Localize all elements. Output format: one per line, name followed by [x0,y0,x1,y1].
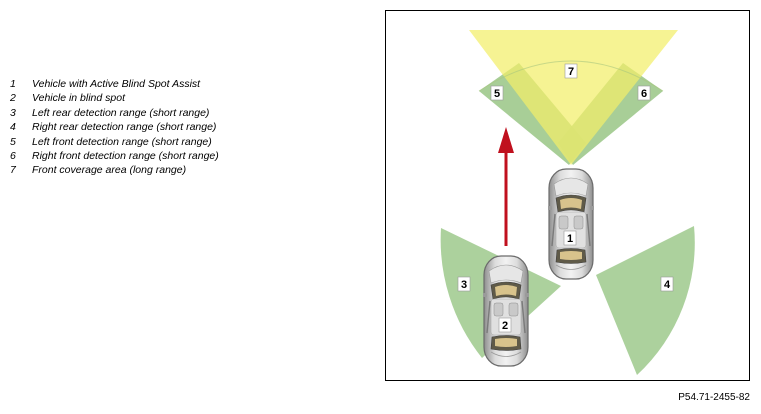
legend-item: 2 Vehicle in blind spot [10,91,219,105]
legend-text: Left rear detection range (short range) [32,106,210,119]
label-5-text: 5 [494,88,500,100]
label-3: 3 [457,276,471,292]
legend-text: Right front detection range (short range… [32,150,219,163]
legend-number: 3 [10,106,16,119]
label-7: 7 [564,63,578,79]
legend-text: Left front detection range (short range) [32,135,212,148]
label-4-text: 4 [664,279,671,291]
label-3-text: 3 [461,279,467,291]
legend-number: 5 [10,135,16,148]
legend-text: Vehicle in blind spot [32,92,126,105]
label-1: 1 [563,230,577,246]
diagram-canvas: 1 2 3 4 5 6 7 [440,30,695,375]
zone-right-rear [596,226,695,375]
legend-text: Right rear detection range (short range) [32,121,217,134]
legend-number: 1 [10,78,16,90]
detection-diagram: 1 2 3 4 5 6 7 [385,10,750,381]
direction-arrow-icon [498,127,514,246]
legend-item: 3 Left rear detection range (short range) [10,106,219,120]
legend-item: 4 Right rear detection range (short range… [10,120,219,134]
legend-text: Vehicle with Active Blind Spot Assist [32,78,201,90]
vehicle-icon [483,255,529,367]
zone-front-long-range [469,30,678,165]
label-2-text: 2 [502,320,508,332]
legend-item: 7 Front coverage area (long range) [10,163,219,177]
legend-item: 5 Left front detection range (short range… [10,135,219,149]
label-7-text: 7 [568,66,574,78]
legend-number: 4 [10,121,16,134]
legend-text: Front coverage area (long range) [32,164,187,177]
legend: 1 Vehicle with Active Blind Spot Assist 2… [10,77,219,178]
label-5: 5 [490,85,504,101]
legend-item: 6 Right front detection range (short rang… [10,149,219,163]
legend-number: 2 [10,92,16,105]
label-6: 6 [637,85,651,101]
legend-item: 1 Vehicle with Active Blind Spot Assist [10,77,219,91]
zone-front-short-arc [478,60,664,92]
figure-reference: P54.71-2455-82 [678,392,750,403]
vehicle-icon [548,168,594,280]
label-1-text: 1 [567,233,573,245]
label-2: 2 [498,317,512,333]
legend-number: 6 [10,150,16,163]
label-6-text: 6 [641,88,647,100]
label-4: 4 [660,276,674,292]
legend-number: 7 [10,164,16,177]
